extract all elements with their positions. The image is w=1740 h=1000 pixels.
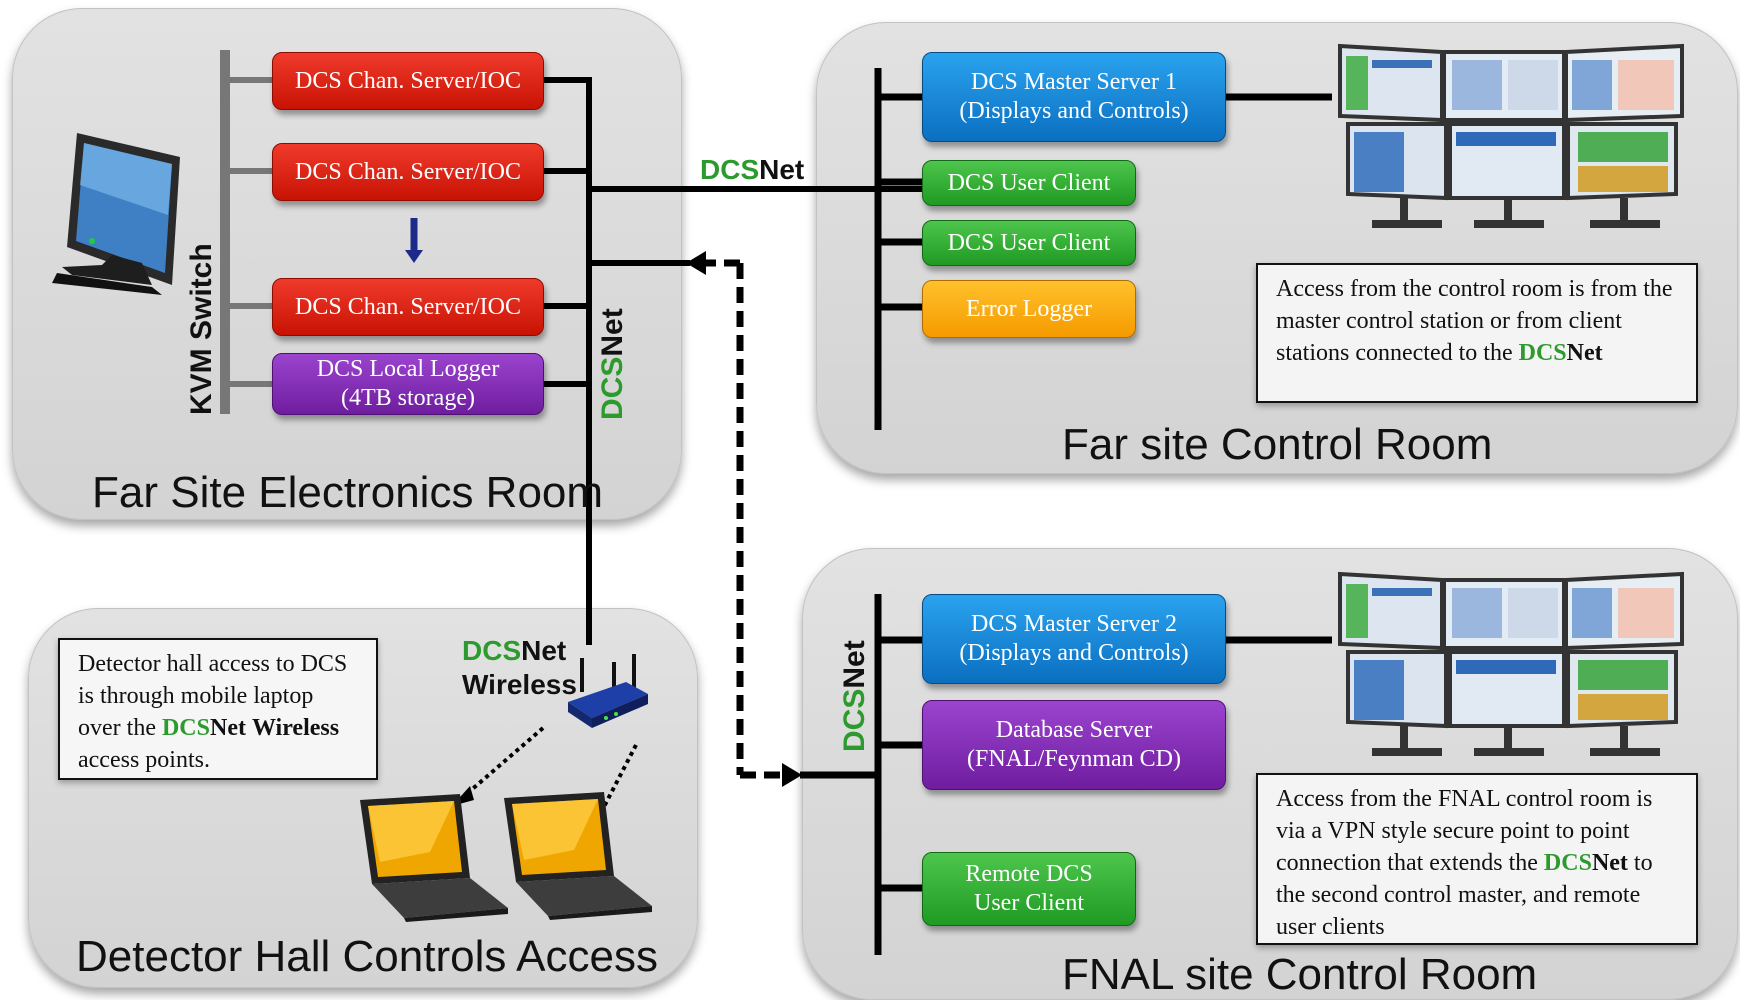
user-client-2: DCS User Client bbox=[922, 220, 1136, 266]
display-wall-icon bbox=[1338, 43, 1684, 228]
electronics-dcsnet-bus bbox=[542, 77, 922, 645]
kvm-switch-label: KVM Switch bbox=[185, 243, 218, 415]
laptop-icon bbox=[504, 792, 652, 920]
dcsnet-link-label: DCSNet bbox=[700, 154, 805, 185]
chan-server-2: DCS Chan. Server/IOC bbox=[272, 143, 544, 201]
database-server: Database Server (FNAL/Feynman CD) bbox=[922, 700, 1226, 790]
vpn-dashed-link bbox=[700, 259, 786, 779]
master-server-1: DCS Master Server 1 (Displays and Contro… bbox=[922, 52, 1226, 142]
fnal-control-note: Access from the FNAL control room is via… bbox=[1256, 773, 1698, 945]
master-server-2: DCS Master Server 2 (Displays and Contro… bbox=[922, 594, 1226, 684]
error-logger: Error Logger bbox=[922, 280, 1136, 338]
far-control-note: Access from the control room is from the… bbox=[1256, 263, 1698, 403]
fnal-control-bus bbox=[800, 594, 1332, 955]
far-control-bus bbox=[874, 68, 1332, 430]
electronics-dcsnet-label: DCSNet bbox=[596, 308, 629, 420]
detector-hall-note: Detector hall access to DCS is through m… bbox=[58, 638, 378, 780]
fnal-dcsnet-label: DCSNet bbox=[838, 640, 871, 752]
dcsnet-wireless-label: DCSNet Wireless bbox=[462, 635, 577, 700]
far-control-room-title: Far site Control Room bbox=[1062, 420, 1493, 469]
electronics-room-title: Far Site Electronics Room bbox=[92, 468, 604, 517]
user-client-1: DCS User Client bbox=[922, 160, 1136, 206]
local-logger: DCS Local Logger (4TB storage) bbox=[272, 353, 544, 415]
wireless-router-icon bbox=[568, 654, 648, 728]
monitor-icon bbox=[52, 133, 180, 295]
kvm-bus bbox=[220, 50, 230, 414]
laptop-icon bbox=[360, 794, 508, 922]
chan-server-3: DCS Chan. Server/IOC bbox=[272, 278, 544, 336]
detector-hall-title: Detector Hall Controls Access bbox=[76, 932, 658, 981]
chan-server-1: DCS Chan. Server/IOC bbox=[272, 52, 544, 110]
fnal-control-room-title: FNAL site Control Room bbox=[1062, 950, 1538, 999]
display-wall-icon bbox=[1338, 571, 1684, 756]
remote-user-client: Remote DCS User Client bbox=[922, 852, 1136, 926]
